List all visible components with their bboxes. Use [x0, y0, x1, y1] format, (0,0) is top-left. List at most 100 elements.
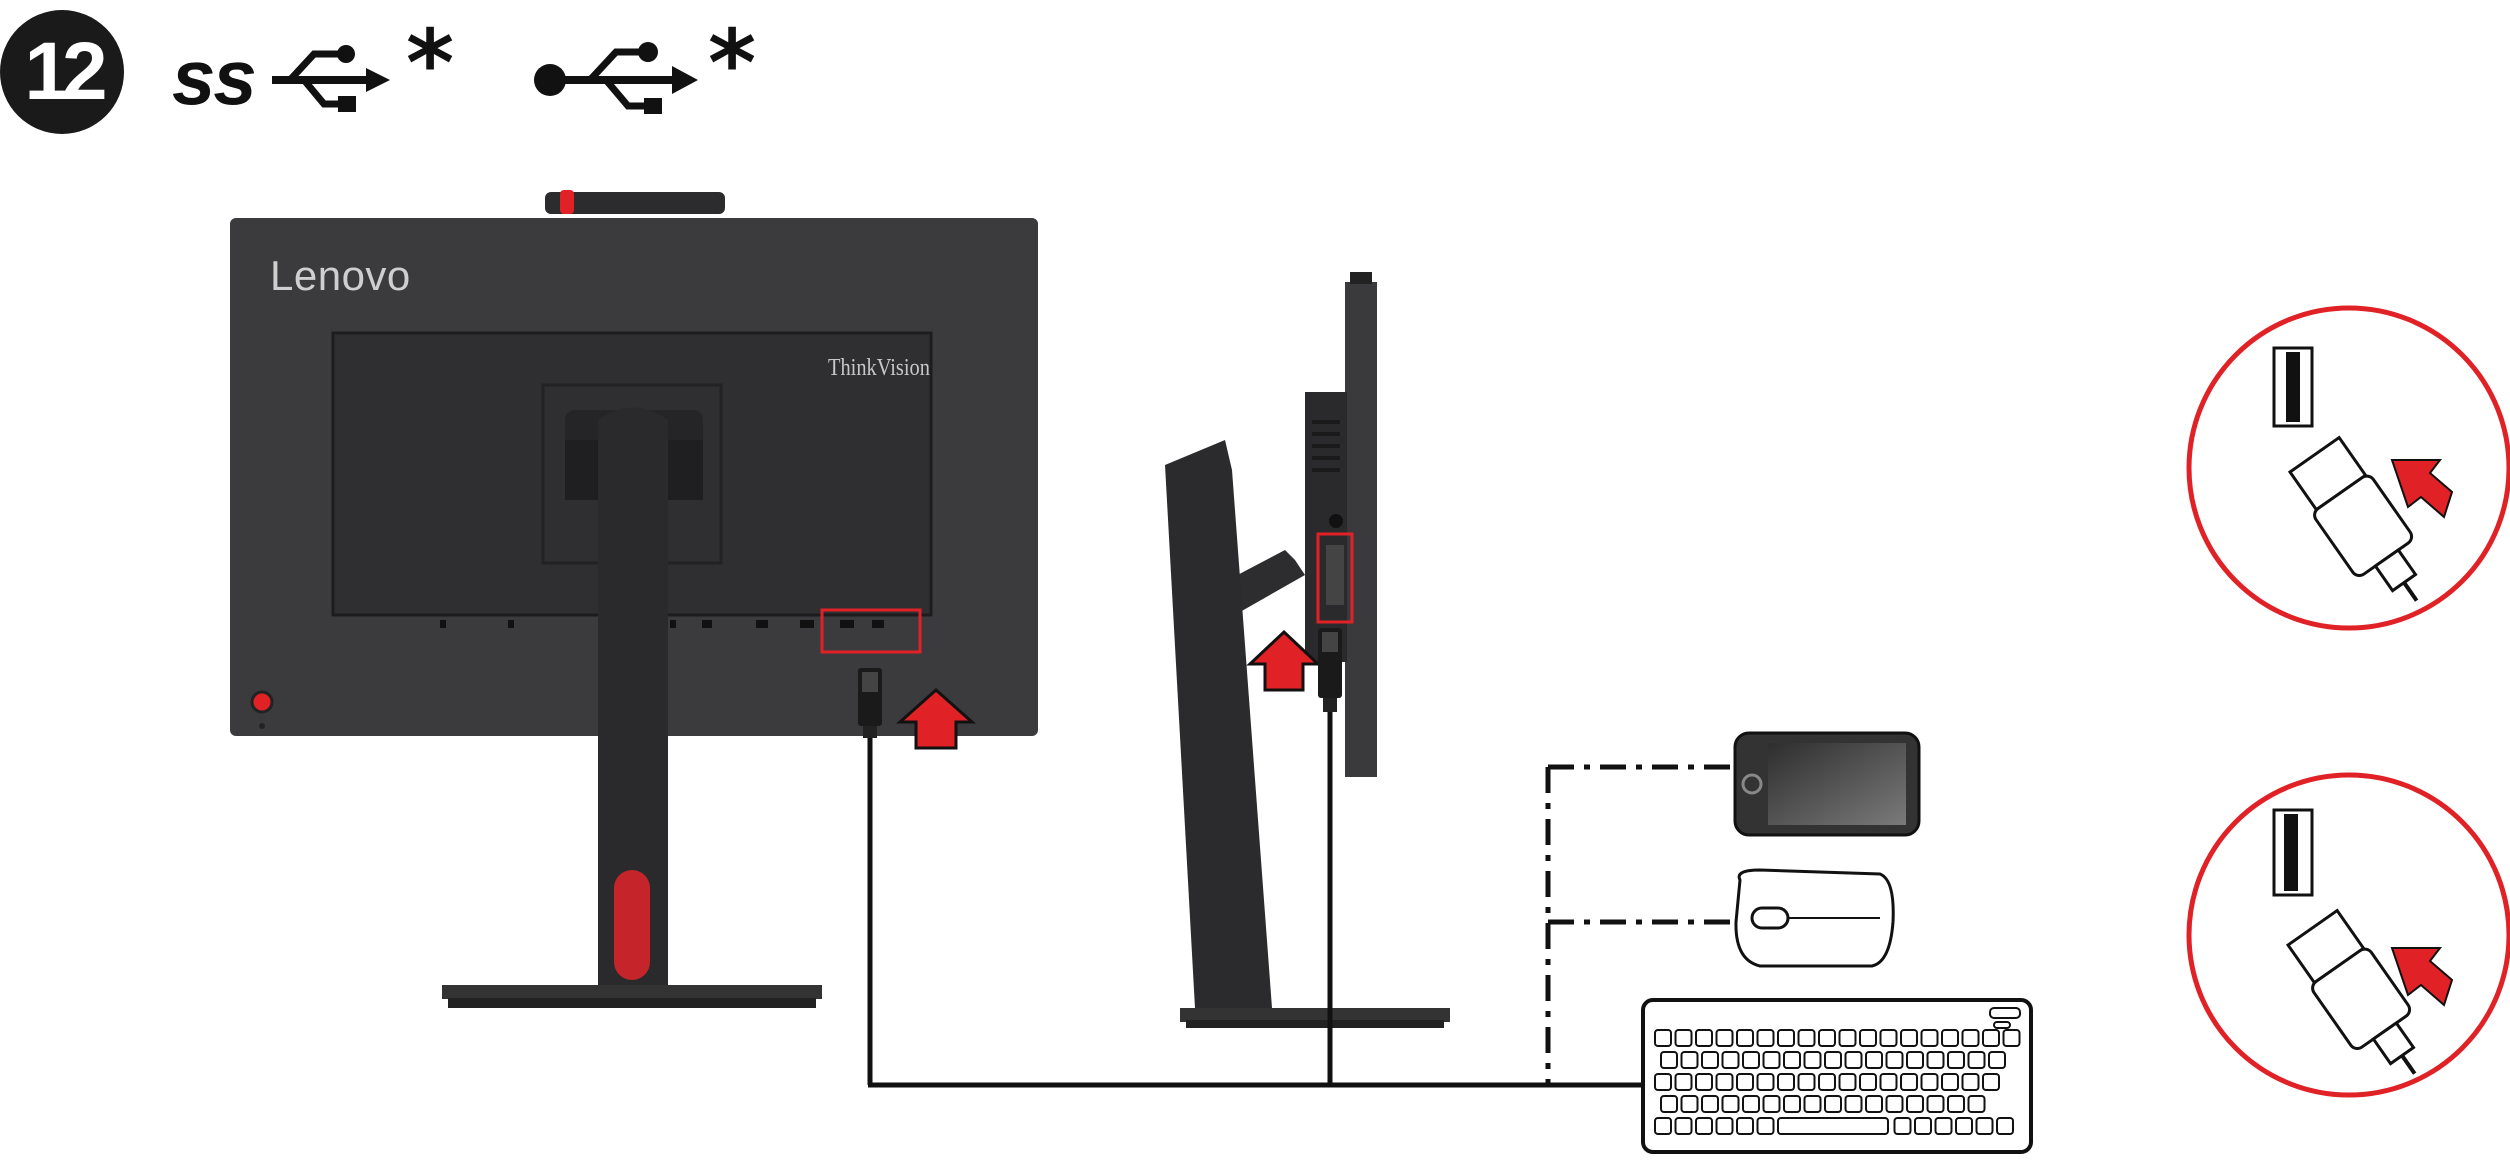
- keyboard-key: [1803, 1095, 1822, 1113]
- usb-plug-side: [1318, 628, 1342, 712]
- keyboard-key: [1879, 1029, 1898, 1047]
- stand-neck: [598, 407, 668, 985]
- keyboard-key: [1900, 1073, 1918, 1091]
- asterisk-note-2: *: [708, 10, 757, 117]
- monitor-side-panel: [1345, 282, 1377, 777]
- keyboard-key: [1660, 1051, 1678, 1069]
- keyboard-key: [1900, 1029, 1918, 1047]
- keyboard-key: [1885, 1051, 1904, 1069]
- keyboard-key: [1721, 1095, 1740, 1113]
- keyboard-key: [1783, 1051, 1801, 1069]
- keyboard-key: [1920, 1029, 1939, 1047]
- webcam-bar: [545, 190, 725, 214]
- keyboard-key: [1865, 1051, 1883, 1069]
- keyboard-key: [1742, 1095, 1760, 1113]
- keyboard-key: [1961, 1029, 1980, 1047]
- arrow-insert-icon: [2390, 459, 2454, 519]
- keyboard-key: [1654, 1073, 1672, 1091]
- arrow-insert-icon-2: [2390, 947, 2454, 1007]
- keyboard-key: [1674, 1029, 1693, 1047]
- keyboard-key: [1879, 1073, 1898, 1091]
- keyboard-key: [1715, 1029, 1734, 1047]
- superspeed-usb-icon: [272, 45, 390, 112]
- keyboard-key: [1914, 1117, 1932, 1135]
- keyboard-key: [1736, 1073, 1754, 1091]
- keyboard-key: [1859, 1029, 1877, 1047]
- keyboard-key: [1695, 1073, 1713, 1091]
- keyboard-key: [1777, 1117, 1889, 1135]
- mouse-icon: [1734, 868, 1895, 968]
- keyboard-key: [1701, 1051, 1719, 1069]
- keyboard-key: [1777, 1029, 1795, 1047]
- keyboard-key: [1982, 1029, 2000, 1047]
- keyboard-key: [1797, 1029, 1816, 1047]
- keyboard-key: [1674, 1073, 1693, 1091]
- keyboard-key: [1736, 1117, 1754, 1135]
- stand-arm-side: [1228, 550, 1305, 612]
- keyboard-key: [1736, 1029, 1754, 1047]
- keyboard-key: [1967, 1051, 1986, 1069]
- usb-plug-icon-2: [2285, 908, 2417, 1075]
- keyboard-key: [1818, 1073, 1836, 1091]
- stand-base-side: [1180, 1008, 1450, 1022]
- keyboard-key: [1947, 1051, 1965, 1069]
- keyboard-key: [1756, 1073, 1775, 1091]
- keyboard-key: [1680, 1051, 1699, 1069]
- monitor-side-back: [1305, 392, 1347, 662]
- keyboard-key: [1961, 1073, 1980, 1091]
- cable-clip: [614, 870, 650, 980]
- keyboard-key: [1762, 1051, 1781, 1069]
- keyboard-key: [1838, 1073, 1857, 1091]
- keyboard-key: [1885, 1095, 1904, 1113]
- keyboard-key: [1941, 1073, 1959, 1091]
- keyboard-key: [1934, 1117, 1953, 1135]
- keyboard-key: [1893, 1117, 1912, 1135]
- keyboard-key: [1926, 1051, 1945, 1069]
- stand-base: [442, 985, 822, 999]
- keyboard-key: [1996, 1117, 2014, 1135]
- usb-port-highlight-rear: [820, 608, 922, 654]
- keyboard-key: [1680, 1095, 1699, 1113]
- keyboard-key: [1982, 1073, 2000, 1091]
- keyboard-key: [2002, 1029, 2021, 1047]
- keyboard-key: [1818, 1029, 1836, 1047]
- keyboard-key: [1947, 1095, 1965, 1113]
- superspeed-usb-label: ss: [172, 33, 257, 121]
- keyboard-key: [1701, 1095, 1719, 1113]
- keyboard-key: [1674, 1117, 1693, 1135]
- keyboard-key: [1906, 1051, 1924, 1069]
- keyboard-key: [1975, 1117, 1994, 1135]
- keyboard-key: [1721, 1051, 1740, 1069]
- keyboard-key: [1859, 1073, 1877, 1091]
- keyboard-key: [1926, 1095, 1945, 1113]
- keyboard-key: [1654, 1117, 1672, 1135]
- keyboard-key: [1654, 1029, 1672, 1047]
- usb-icon: [534, 42, 698, 114]
- keyboard-key: [1941, 1029, 1959, 1047]
- keyboard-key: [1906, 1095, 1924, 1113]
- keyboard-keys: [1654, 1029, 2021, 1135]
- keyboard-key: [1756, 1029, 1775, 1047]
- keyboard-key: [1967, 1095, 1986, 1113]
- arrow-up-icon-side: [1246, 629, 1322, 692]
- keyboard-key: [1844, 1051, 1863, 1069]
- keyboard-key: [1865, 1095, 1883, 1113]
- keyboard-key: [1824, 1051, 1842, 1069]
- asterisk-note-1: *: [406, 10, 455, 117]
- thinkvision-logo: ThinkVision: [828, 355, 930, 381]
- keyboard-key: [1920, 1073, 1939, 1091]
- lenovo-logo: Lenovo: [270, 252, 411, 299]
- power-button: [250, 690, 274, 714]
- usb-plug-rear: [858, 668, 882, 738]
- keyboard-key: [1803, 1051, 1822, 1069]
- keyboard-key: [1797, 1073, 1816, 1091]
- keyboard-key: [1844, 1095, 1863, 1113]
- callout-circle-top: [2186, 305, 2510, 631]
- callout-circle-bottom: [2186, 772, 2510, 1098]
- keyboard-key: [1695, 1029, 1713, 1047]
- port-strip: [440, 620, 884, 628]
- keyboard-key: [1777, 1073, 1795, 1091]
